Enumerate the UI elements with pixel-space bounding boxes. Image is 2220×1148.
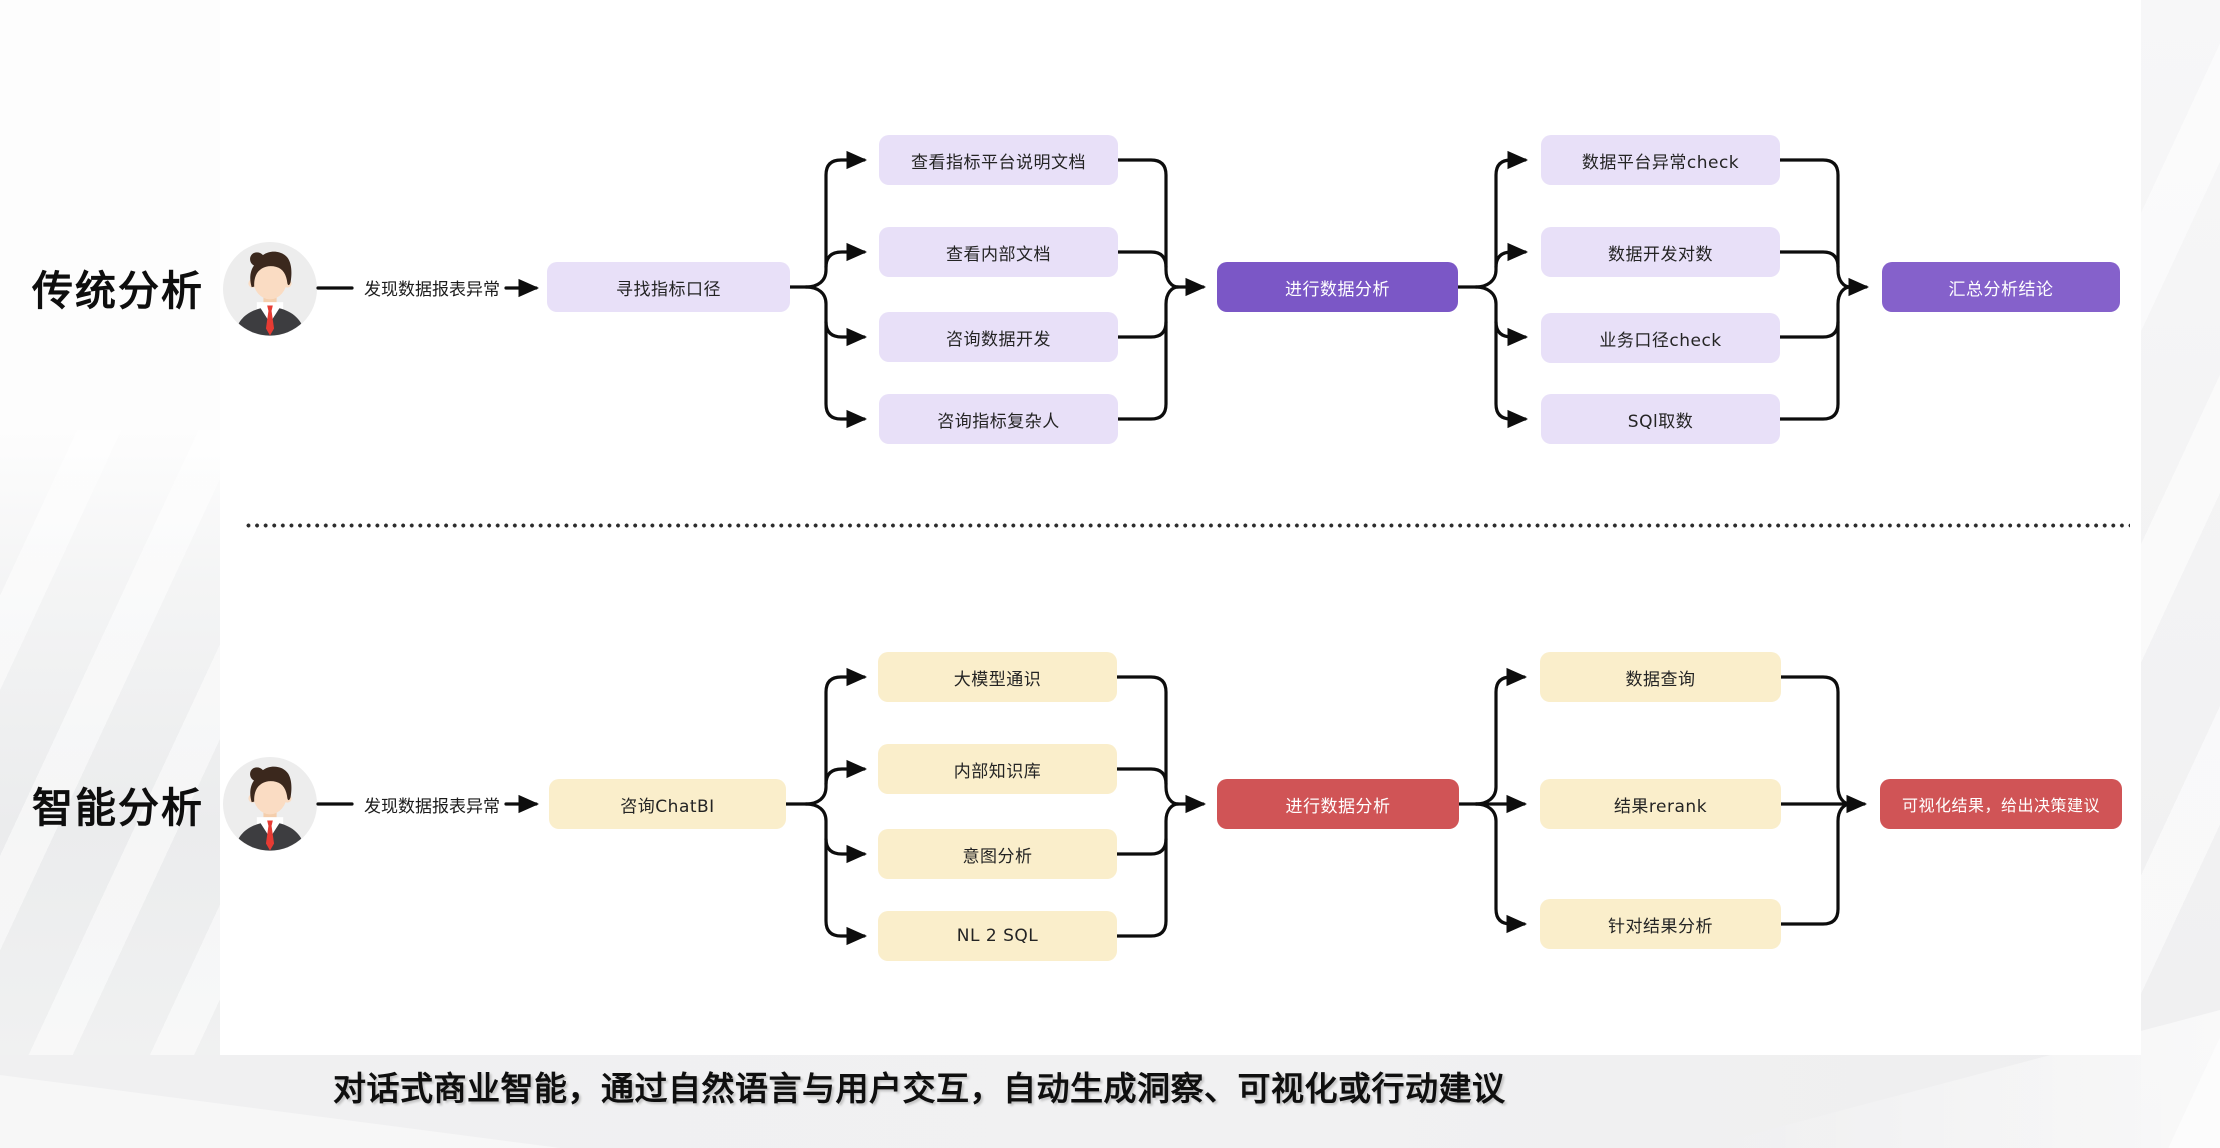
traditional-branch2-node-1: 数据平台异常check: [1541, 135, 1780, 185]
intelligent-branch1-node-1: 大模型通识: [878, 652, 1117, 702]
intelligent-branch2-node-3: 针对结果分析: [1540, 899, 1781, 949]
intelligent-branch1-node-2: 内部知识库: [878, 744, 1117, 794]
slide-caption: 对话式商业智能，通过自然语言与用户交互，自动生成洞察、可视化或行动建议: [333, 1069, 1506, 1108]
traditional-branch1-node-3: 咨询数据开发: [879, 312, 1118, 362]
row-label-intelligent: 智能分析: [32, 784, 204, 832]
avatar-intelligent: [223, 757, 317, 853]
dotted-divider: [246, 523, 2130, 528]
traditional-step2-node: 进行数据分析: [1217, 262, 1458, 312]
traditional-step3-node: 汇总分析结论: [1882, 262, 2120, 312]
intelligent-step2-node: 进行数据分析: [1217, 779, 1459, 829]
traditional-trigger-text: 发现数据报表异常: [364, 279, 500, 300]
avatar-traditional: [223, 242, 317, 338]
traditional-branch2-node-2: 数据开发对数: [1541, 227, 1780, 277]
traditional-branch2-node-4: SQl取数: [1541, 394, 1780, 444]
intelligent-step1-node: 咨询ChatBI: [549, 779, 786, 829]
intelligent-step3-node: 可视化结果，给出决策建议: [1880, 779, 2122, 829]
traditional-branch1-node-1: 查看指标平台说明文档: [879, 135, 1118, 185]
intelligent-branch1-node-4: NL 2 SQL: [878, 911, 1117, 961]
intelligent-branch1-node-3: 意图分析: [878, 829, 1117, 879]
intelligent-branch2-node-2: 结果rerank: [1540, 779, 1781, 829]
background-swoosh-left: [0, 430, 220, 1148]
background-band-right: [2141, 0, 2220, 1148]
traditional-step1-node: 寻找指标口径: [547, 262, 790, 312]
traditional-branch2-node-3: 业务口径check: [1541, 313, 1780, 363]
traditional-branch1-node-2: 查看内部文档: [879, 227, 1118, 277]
intelligent-trigger-text: 发现数据报表异常: [364, 796, 500, 817]
row-label-traditional: 传统分析: [32, 267, 204, 315]
traditional-branch1-node-4: 咨询指标复杂人: [879, 394, 1118, 444]
intelligent-branch2-node-1: 数据查询: [1540, 652, 1781, 702]
